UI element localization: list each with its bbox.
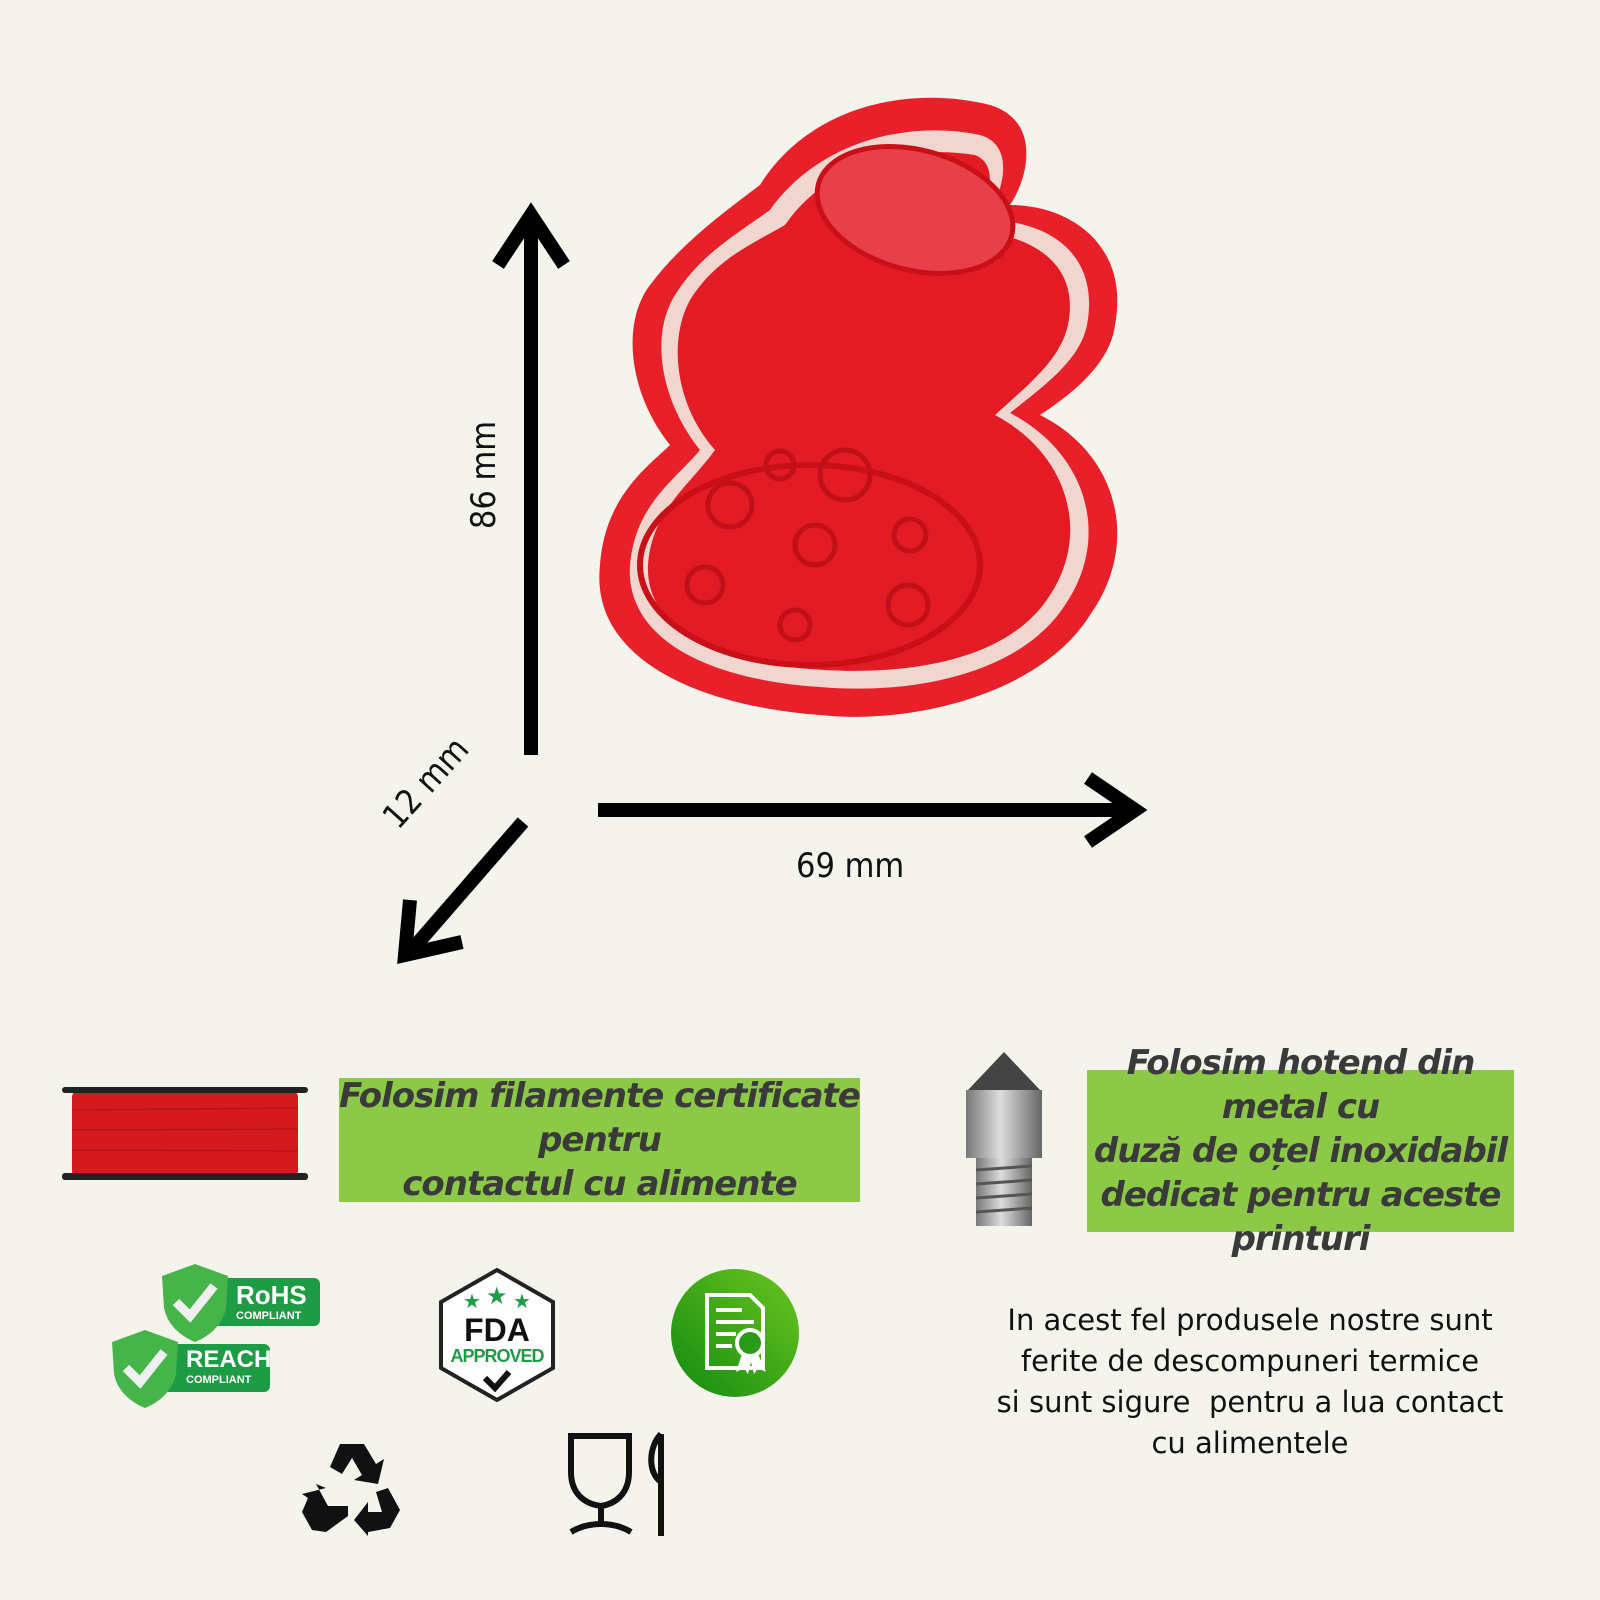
vertical-arrow-icon [492, 202, 570, 755]
filament-spool-image [62, 1087, 308, 1180]
certificate-icon [671, 1269, 799, 1397]
food-safety-note: In acest fel produsele nostre sunt ferit… [985, 1300, 1515, 1464]
svg-text:★: ★ [463, 1291, 481, 1313]
steel-nozzle-image [966, 1052, 1042, 1226]
hotend-note-line2: duză de oțel inoxidabil [1093, 1131, 1508, 1171]
depth-arrow-icon [397, 817, 529, 964]
hotend-note-line1: Folosim hotend din metal cu [1126, 1043, 1476, 1127]
shield-check-icon [162, 1264, 228, 1342]
safety-note-line3: si sunt sigure pentru a lua contact [996, 1385, 1504, 1419]
food-safe-icon [568, 1432, 664, 1536]
rohs-sub: COMPLIANT [236, 1310, 302, 1322]
svg-text:★: ★ [486, 1283, 508, 1310]
safety-note-line1: In acest fel produsele nostre sunt [1007, 1303, 1493, 1337]
svg-text:★: ★ [513, 1291, 531, 1313]
reach-sub: COMPLIANT [186, 1374, 252, 1386]
rohs-badge: RoHS COMPLIANT [160, 1262, 325, 1342]
dimension-arrows [397, 202, 1148, 964]
rohs-title: RoHS [236, 1280, 307, 1310]
reach-badge: REACH COMPLIANT [110, 1328, 275, 1408]
width-dimension-label: 69 mm [796, 846, 905, 886]
hotend-note-line3: dedicat pentru aceste printuri [1100, 1175, 1502, 1259]
filament-note-line1: Folosim filamente certificate pentru [339, 1076, 861, 1160]
safety-note-line4: cu alimentele [1151, 1426, 1349, 1460]
height-dimension-label: 86 mm [464, 420, 505, 530]
fda-title: FDA [464, 1312, 530, 1348]
filament-certified-label: Folosim filamente certificate pentru con… [339, 1076, 861, 1204]
fda-approved-badge: ★★★ FDA APPROVED [437, 1268, 557, 1402]
stars-icon: ★★★ [463, 1283, 531, 1313]
shield-check-icon [112, 1330, 178, 1408]
hotend-info-label: Folosim hotend din metal cu duză de oțel… [1087, 1043, 1514, 1259]
horizontal-arrow-icon [598, 772, 1148, 848]
safety-note-line2: ferite de descompuneri termice [1020, 1344, 1480, 1378]
recycle-icon [302, 1444, 400, 1536]
reach-title: REACH [186, 1346, 272, 1373]
cookie-cutter-image [599, 97, 1118, 717]
filament-note-line2: contactul cu alimente [402, 1164, 797, 1204]
fda-sub: APPROVED [450, 1346, 544, 1366]
